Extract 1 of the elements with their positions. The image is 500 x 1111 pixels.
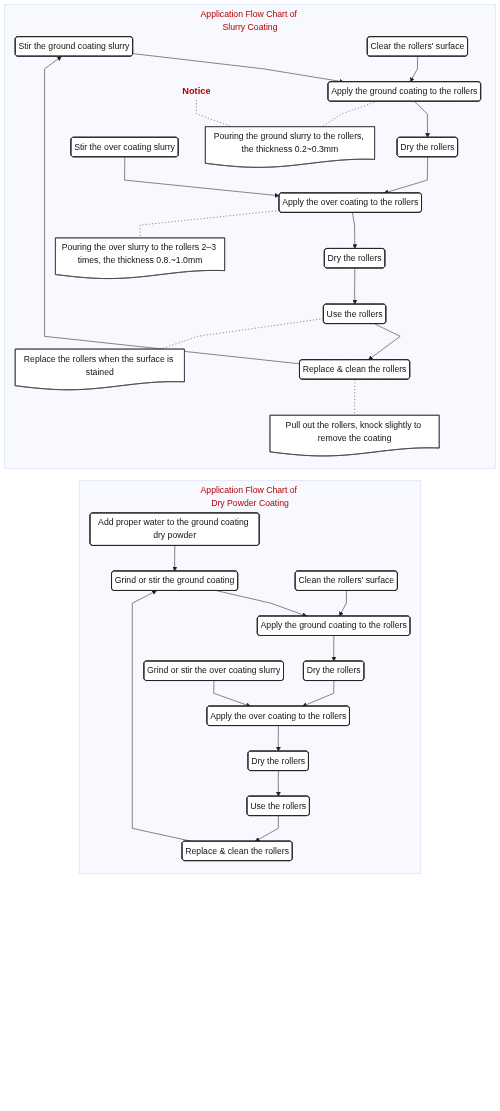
node-text: Notice: [182, 86, 211, 97]
